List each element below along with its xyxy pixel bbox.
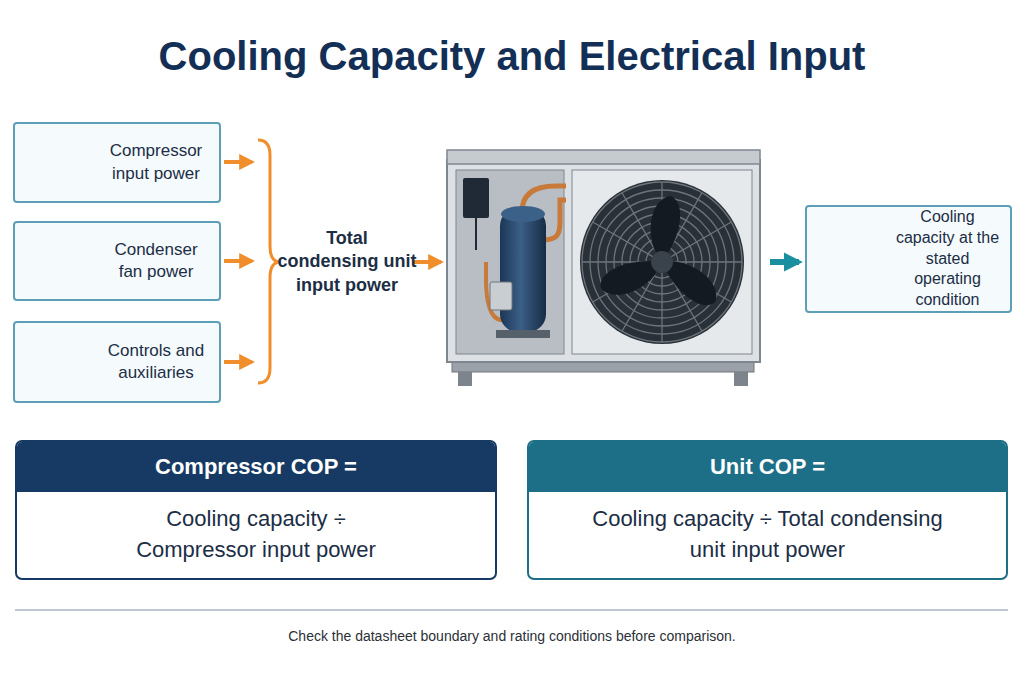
box-label: Cooling capacity at the stated operating… [891,207,1004,311]
box-label: Condenser fan power [101,239,211,283]
condensing-unit [447,150,760,386]
formula-box: Compressor COP =Cooling capacity ÷ Compr… [15,440,497,580]
formula-heading: Unit COP = [529,442,1006,492]
output-box: Cooling capacity at the stated operating… [805,205,1012,313]
formula-text: Cooling capacity ÷ Total condensing unit… [570,492,966,578]
box-label: Controls and auxiliaries [101,340,211,384]
input-box: Controls and auxiliaries [13,321,221,403]
input-box: Compressor input power [13,122,221,203]
input-box: Condenser fan power [13,221,221,301]
power-arrows [224,140,441,383]
formula-heading: Compressor COP = [17,442,495,492]
caption: Check the datasheet boundary and rating … [20,628,1004,644]
output-arrow [770,259,799,265]
box-label: Compressor input power [101,140,211,184]
diagram-title: Cooling Capacity and Electrical Input [40,34,984,79]
total-input-label: Total condensing unit input power [274,227,420,297]
formula-text: Cooling capacity ÷ Compressor input powe… [112,492,401,578]
divider-line [15,609,1008,611]
formula-box: Unit COP =Cooling capacity ÷ Total conde… [527,440,1008,580]
